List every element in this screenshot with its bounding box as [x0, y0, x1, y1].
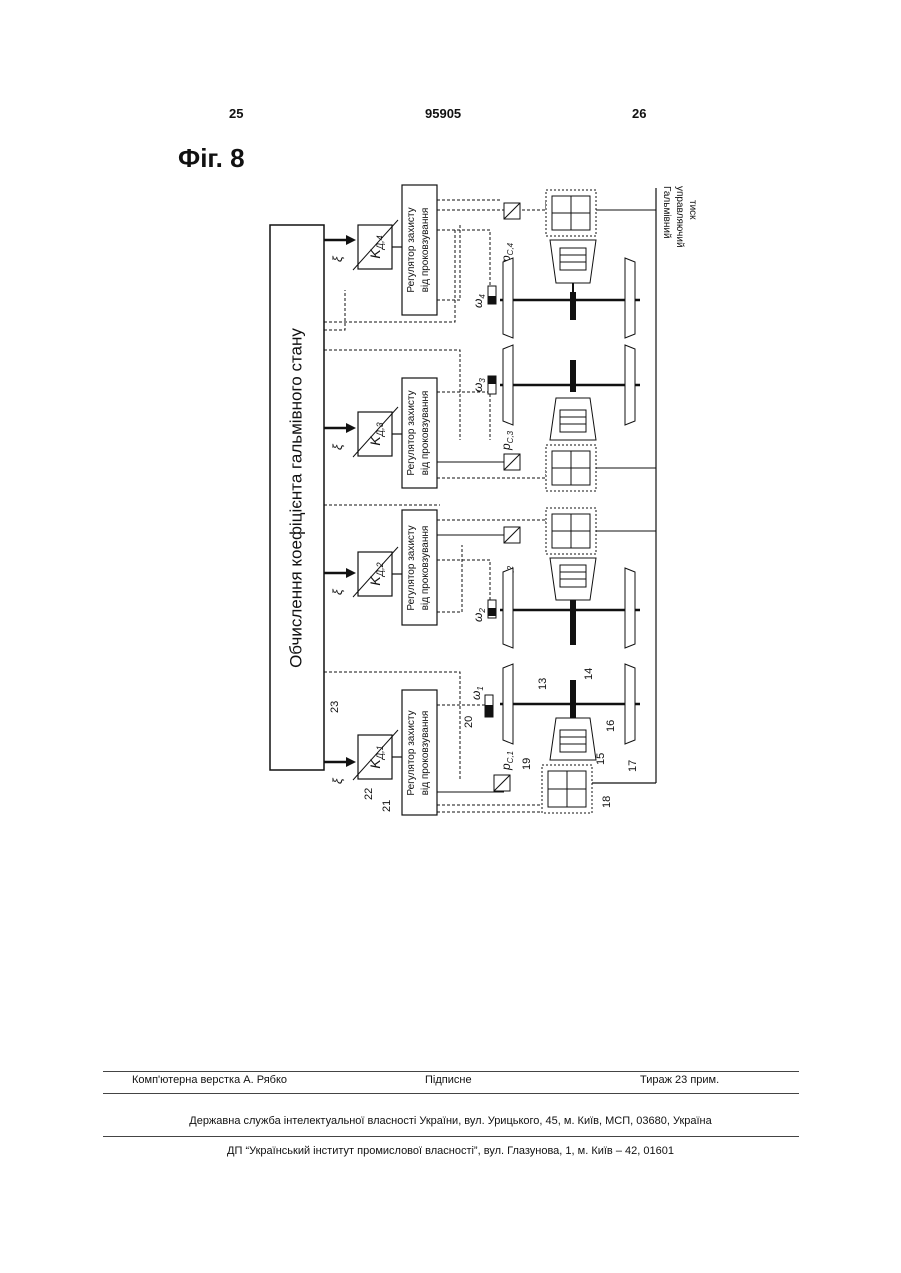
speed-sub: 4: [478, 294, 487, 299]
svg-text:pC,1: pC,1: [499, 751, 515, 771]
speed-sub: 2: [478, 608, 487, 614]
svg-text:ω2: ω2: [471, 608, 487, 622]
speed-sub: 1: [476, 686, 485, 690]
wheel-1-left: [503, 664, 513, 744]
speed-sub: 3: [478, 378, 487, 383]
ref-20: 20: [463, 716, 475, 728]
gain-sub: Д,2: [375, 562, 385, 577]
controller-label-2: від проковзування: [420, 711, 431, 796]
controller-label-1: Регулятор захисту: [406, 710, 417, 795]
ref-16: 16: [605, 720, 617, 732]
wheel-channel-4: ξ KД,4 Регулятор захисту від проковзуван…: [324, 185, 656, 338]
xi-symbol: ξ: [330, 443, 345, 450]
ref-15: 15: [595, 753, 607, 765]
ref-17: 17: [627, 760, 639, 772]
controller-label-2: від проковзування: [420, 391, 431, 476]
xi-symbol: ξ: [330, 255, 345, 262]
brake-actuator-4: [550, 240, 596, 292]
controller-label-1: Регулятор захисту: [406, 525, 417, 610]
ref-19: 19: [521, 758, 533, 770]
main-block-label: Обчислення коефіцієнта гальмівного стану: [286, 328, 305, 668]
wheel-2-left: [503, 568, 513, 648]
wheel-channel-2: ξ KД,2 Регулятор захисту від проковзуван…: [324, 505, 656, 648]
wheel-3-left: [503, 345, 513, 425]
pressure-sub: C,1: [506, 751, 515, 763]
xi-symbol: ξ: [330, 777, 345, 784]
controller-label-2: від проковзування: [420, 526, 431, 611]
controller-label-2: від проковзування: [420, 208, 431, 293]
wheel-4-left: [503, 258, 513, 338]
footer-rule: [103, 1136, 799, 1137]
pressure-sub: C,3: [506, 430, 515, 443]
svg-text:ω3: ω3: [471, 378, 487, 392]
gain-sub: Д,3: [375, 422, 385, 437]
footer-compiler: Комп'ютерна верстка А. Рябко: [132, 1074, 287, 1086]
ref-13: 13: [537, 678, 549, 690]
brake-actuator-2: [550, 558, 596, 600]
footer-rule: [103, 1093, 799, 1094]
speed-label: ω: [469, 691, 483, 700]
footer-agency: Державна служба інтелектуальної власност…: [0, 1115, 901, 1127]
xi-symbol: ξ: [330, 588, 345, 595]
wheel-channel-3: ξ KД,3 Регулятор захисту від проковзуван…: [324, 345, 656, 491]
footer-signed: Підписне: [425, 1074, 472, 1086]
wheel-4-right: [625, 258, 635, 338]
ref-21: 21: [381, 800, 393, 812]
ref-22: 22: [363, 788, 375, 800]
controller-label-1: Регулятор захисту: [406, 207, 417, 292]
brake-actuator-3: [550, 398, 596, 440]
speed-label: ω: [471, 299, 485, 308]
brake-pressure-label-1: Гальмівний: [661, 186, 672, 239]
footer-circulation: Тираж 23 прим.: [640, 1074, 719, 1086]
footer-institute: ДП “Український інститут промислової вла…: [0, 1145, 901, 1157]
brake-pressure-label-3: тиск: [687, 200, 698, 220]
svg-text:ω4: ω4: [471, 294, 487, 308]
wheel-1-right: [625, 664, 635, 744]
ref-18: 18: [601, 796, 613, 808]
gain-sub: Д,4: [375, 235, 385, 250]
svg-text:ω1: ω1: [469, 686, 485, 700]
controller-label-1: Регулятор захисту: [406, 390, 417, 475]
brake-pressure-label-2: управляючий: [674, 186, 685, 248]
footer-rule: [103, 1071, 799, 1072]
ref-23: 23: [329, 701, 341, 713]
speed-label: ω: [471, 383, 485, 392]
svg-text:pC,3: pC,3: [499, 430, 515, 451]
wheel-3-right: [625, 345, 635, 425]
speed-label: ω: [471, 613, 485, 622]
brake-actuator-1: [550, 718, 596, 760]
wheel-2-right: [625, 568, 635, 648]
pressure-sub: C,4: [506, 242, 515, 255]
gain-sub: Д,1: [375, 745, 385, 760]
ref-14: 14: [583, 668, 595, 680]
